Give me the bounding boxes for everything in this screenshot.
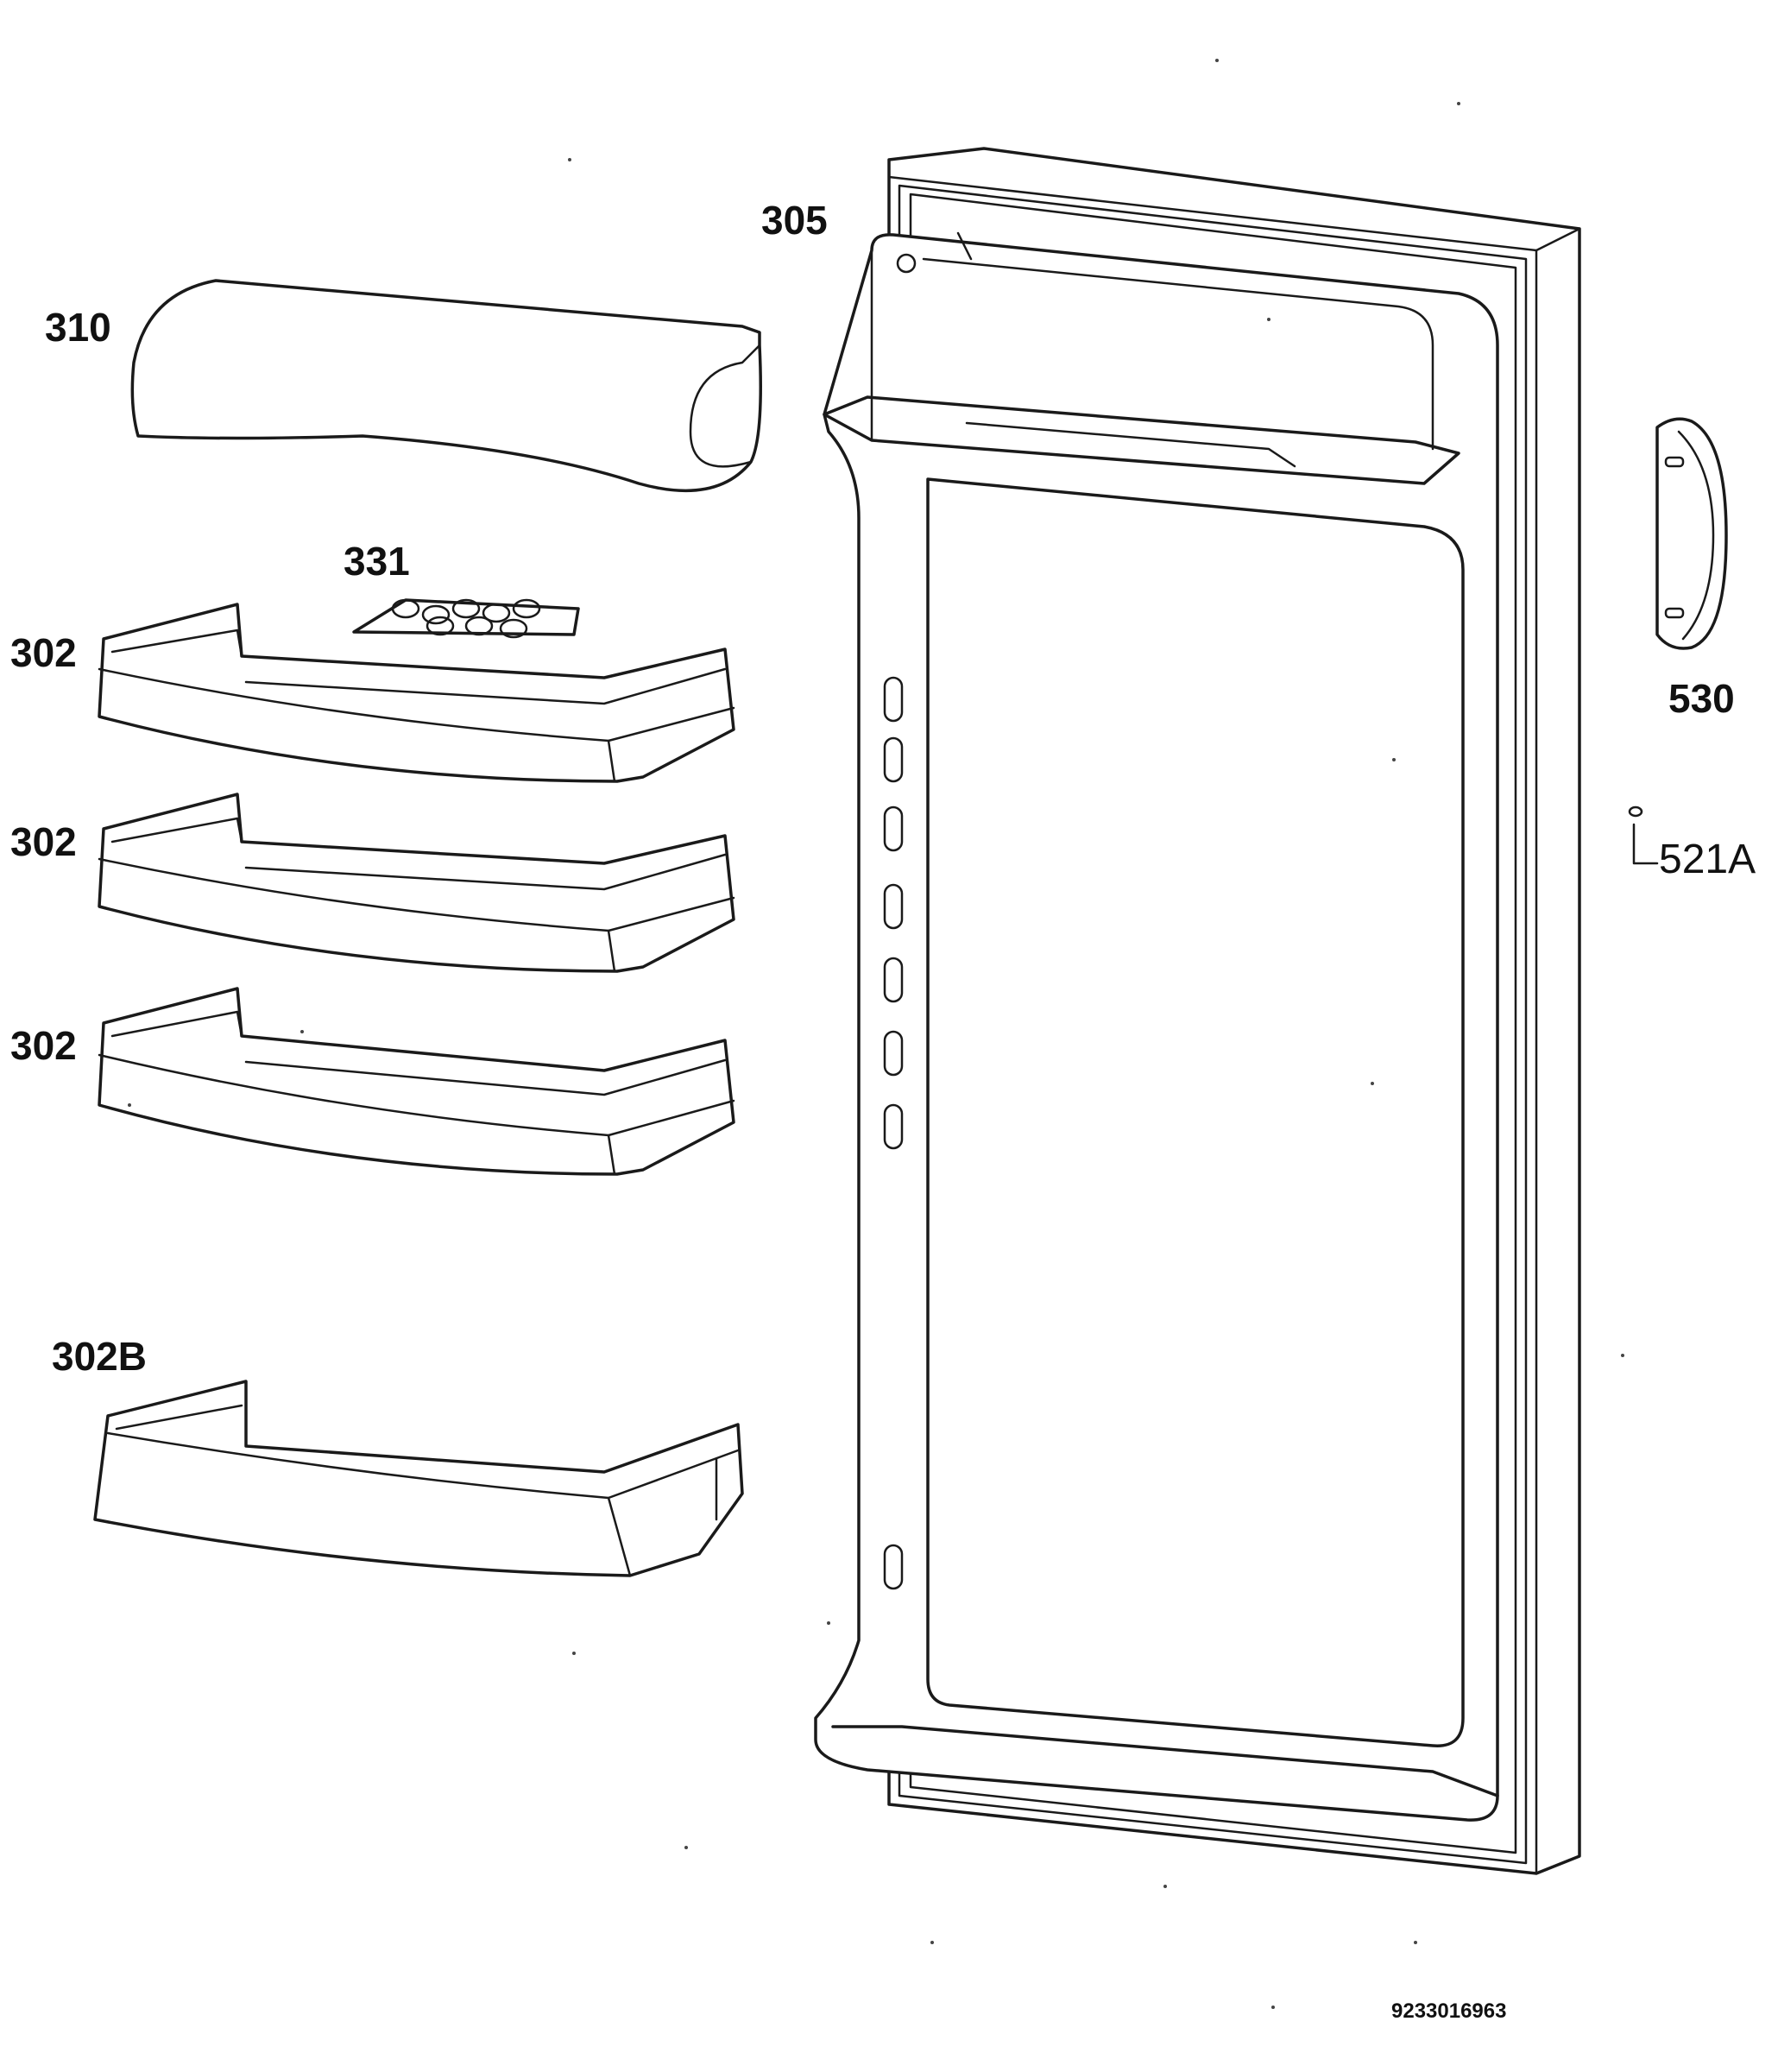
label-331: 331	[344, 539, 410, 584]
label-530: 530	[1668, 676, 1735, 721]
label-302-a: 302	[10, 630, 77, 675]
label-521A: 521A	[1659, 837, 1756, 882]
shelf-302-c	[98, 987, 735, 1176]
scan-dots	[128, 59, 1624, 2009]
handle-530	[1655, 417, 1728, 650]
label-305: 305	[761, 198, 828, 243]
door-305	[814, 147, 1581, 1875]
cover-310	[130, 279, 762, 493]
shelf-302B	[93, 1380, 744, 1577]
label-302-c: 302	[10, 1023, 77, 1068]
document-number: 9233016963	[1391, 1999, 1507, 2023]
label-302-b: 302	[10, 819, 77, 864]
egg-tray-331	[352, 598, 580, 639]
label-302B: 302B	[52, 1334, 147, 1379]
shelf-302-b	[98, 793, 735, 973]
shelf-302-a	[98, 603, 735, 783]
label-310: 310	[45, 305, 111, 350]
screw-521A	[1628, 805, 1659, 865]
